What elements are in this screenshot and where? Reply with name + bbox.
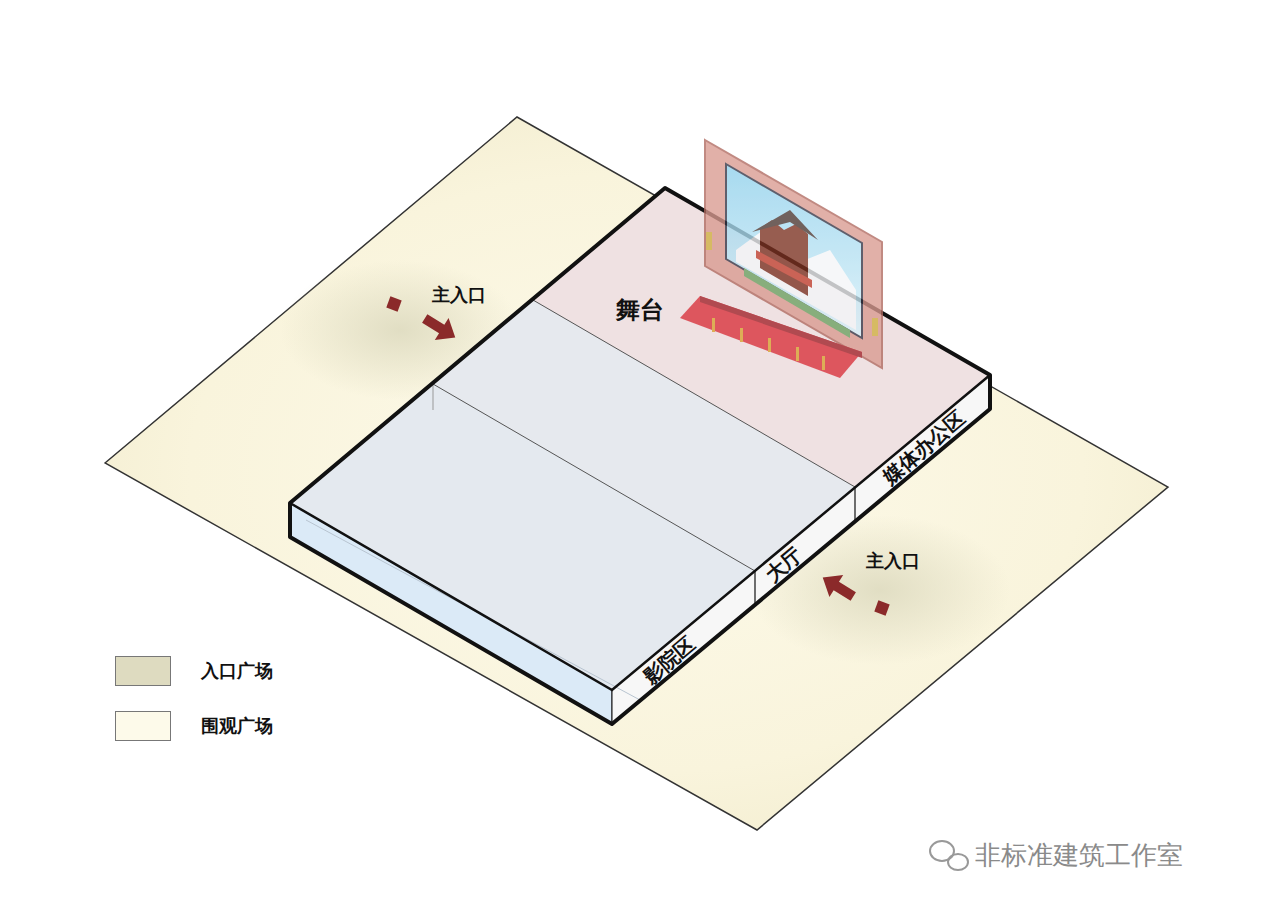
legend-swatch (115, 711, 171, 741)
legend-swatch (115, 656, 171, 686)
watermark: 非标准建筑工作室 (975, 842, 1183, 868)
entrance-label: 主入口 (866, 552, 920, 570)
legend-text: 围观广场 (201, 717, 273, 735)
entrance-arrow (418, 307, 462, 348)
entrance-label: 主入口 (432, 286, 486, 304)
zone-divider (854, 487, 855, 521)
zone-divider (433, 384, 755, 571)
zone-name: 舞台 (616, 298, 664, 322)
stage-billboard (680, 140, 882, 378)
cinema-zone (290, 384, 755, 690)
entrance-marker (386, 296, 401, 311)
zone-divider (754, 571, 755, 605)
zone-divider (533, 300, 855, 487)
slab-outline (290, 188, 990, 724)
stage-zone-label: 舞台 (612, 296, 668, 324)
entrance-arrow (816, 566, 860, 607)
entrance-marker (874, 600, 889, 615)
wechat-icon (930, 841, 968, 870)
zone-divider (433, 384, 434, 410)
slab-top (290, 188, 990, 690)
slab-outline (290, 375, 990, 690)
ground-plane (105, 117, 1168, 830)
legend-text: 入口广场 (201, 662, 273, 680)
